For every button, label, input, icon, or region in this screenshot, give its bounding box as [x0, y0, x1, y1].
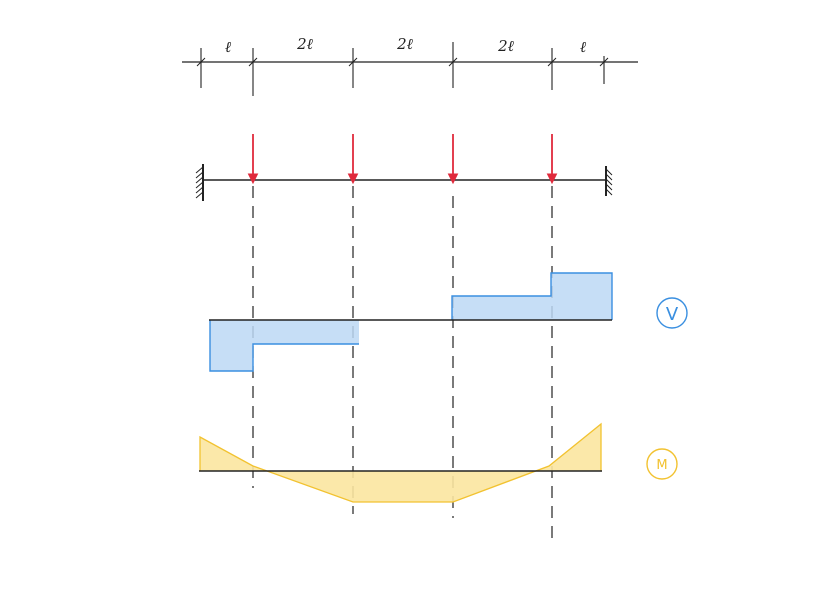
moment-label-badge: M — [646, 448, 678, 480]
shear-force-diagram — [209, 272, 613, 372]
bending-moment-diagram — [199, 422, 602, 503]
dimension-label-4: 2ℓ — [497, 37, 514, 55]
dimension-line — [182, 42, 638, 96]
fixed-support-left — [195, 164, 204, 201]
dimension-label-2: 2ℓ — [296, 35, 313, 53]
dimension-label-3: 2ℓ — [396, 35, 413, 53]
shear-label: V — [666, 304, 679, 325]
dimension-label-5: ℓ — [580, 38, 586, 56]
fixed-support-right — [605, 166, 613, 196]
moment-label: M — [656, 458, 667, 473]
dimension-label-1: ℓ — [225, 38, 231, 56]
shear-label-badge: V — [656, 297, 688, 329]
